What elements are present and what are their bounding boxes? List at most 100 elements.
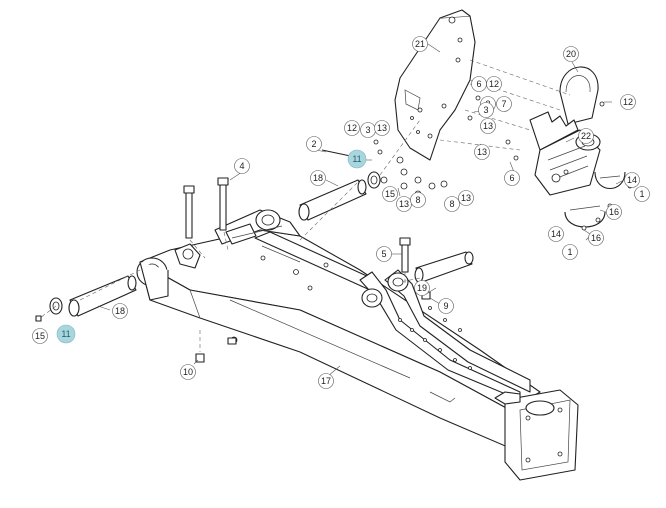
callout-6: 6 xyxy=(504,170,520,186)
callout-number: 19 xyxy=(417,283,427,293)
callout-bubble xyxy=(180,364,196,380)
callout-number: 8 xyxy=(415,195,420,205)
callout-number: 17 xyxy=(321,376,331,386)
callout-bubble xyxy=(504,170,520,186)
callout-number: 14 xyxy=(627,175,637,185)
callout-20: 20 xyxy=(563,46,579,62)
callout-17: 17 xyxy=(318,373,334,389)
hanger-clamp xyxy=(529,66,599,151)
pin-18-lower xyxy=(68,275,137,317)
callout-number: 22 xyxy=(581,131,591,141)
callout-number: 16 xyxy=(591,233,601,243)
callout-number: 1 xyxy=(567,247,572,257)
callout-number: 12 xyxy=(623,97,633,107)
callout-bubble xyxy=(56,324,76,344)
callout-bubble xyxy=(578,128,594,144)
callout-bubble xyxy=(234,158,250,174)
pin-18-upper xyxy=(298,179,367,221)
callout-number: 2 xyxy=(311,139,316,149)
callout-21: 21 xyxy=(412,36,428,52)
callout-bubble xyxy=(374,120,390,136)
callout-bubble xyxy=(548,226,564,242)
callout-12: 12 xyxy=(344,120,360,136)
boom-arm xyxy=(136,209,579,481)
callout-18: 18 xyxy=(310,170,326,186)
callout-19: 19 xyxy=(414,280,430,296)
callout-bubble xyxy=(458,190,474,206)
callout-number: 15 xyxy=(385,189,395,199)
callout-11: 11 xyxy=(56,324,76,344)
bolt-5 xyxy=(399,237,411,273)
callout-number: 12 xyxy=(489,79,499,89)
callout-bubble xyxy=(480,118,496,134)
callout-1: 1 xyxy=(562,244,578,260)
callout-1: 1 xyxy=(634,186,650,202)
callout-18: 18 xyxy=(112,303,128,319)
callout-2: 2 xyxy=(306,136,322,152)
callout-7: 7 xyxy=(496,96,512,112)
callout-bubble xyxy=(606,204,622,220)
callout-6: 6 xyxy=(471,76,487,92)
callout-5: 5 xyxy=(376,246,392,262)
callout-bubble xyxy=(310,170,326,186)
callout-bubble xyxy=(634,186,650,202)
callout-number: 6 xyxy=(509,173,514,183)
callout-number: 6 xyxy=(476,79,481,89)
callout-13: 13 xyxy=(374,120,390,136)
callout-8: 8 xyxy=(410,192,426,208)
callout-10: 10 xyxy=(180,364,196,380)
callout-bubble xyxy=(624,172,640,188)
callout-bubble xyxy=(32,328,48,344)
callout-3: 3 xyxy=(360,122,376,138)
callout-number: 13 xyxy=(477,147,487,157)
callout-number: 18 xyxy=(313,173,323,183)
callout-bubble xyxy=(414,280,430,296)
callout-number: 15 xyxy=(35,331,45,341)
callout-11: 11 xyxy=(347,149,367,169)
callout-13: 13 xyxy=(474,144,490,160)
callout-bubble xyxy=(112,303,128,319)
callout-3: 3 xyxy=(478,102,494,118)
bolts-4 xyxy=(183,177,229,239)
callout-12: 12 xyxy=(486,76,502,92)
callout-number: 12 xyxy=(347,123,357,133)
callout-number: 3 xyxy=(483,105,488,115)
callout-labels: 2120126371312313211221361815138813414161… xyxy=(32,36,650,389)
callout-bubble xyxy=(496,96,512,112)
callout-13: 13 xyxy=(458,190,474,206)
callout-number: 7 xyxy=(501,99,506,109)
callout-13: 13 xyxy=(480,118,496,134)
callout-number: 11 xyxy=(61,329,70,339)
callout-16: 16 xyxy=(606,204,622,220)
callout-14: 14 xyxy=(548,226,564,242)
callout-number: 13 xyxy=(483,121,493,131)
callout-number: 10 xyxy=(183,367,193,377)
callout-bubble xyxy=(588,230,604,246)
callout-9: 9 xyxy=(438,298,454,314)
callout-number: 11 xyxy=(352,154,361,164)
callout-number: 18 xyxy=(115,306,125,316)
callout-bubble xyxy=(478,102,494,118)
callout-bubble xyxy=(347,149,367,169)
callout-number: 13 xyxy=(377,123,387,133)
callout-15: 15 xyxy=(382,186,398,202)
callout-number: 16 xyxy=(609,207,619,217)
callout-16: 16 xyxy=(588,230,604,246)
callout-bubble xyxy=(486,76,502,92)
callout-bubble xyxy=(306,136,322,152)
callout-12: 12 xyxy=(620,94,636,110)
callout-15: 15 xyxy=(32,328,48,344)
callout-bubble xyxy=(474,144,490,160)
callout-14: 14 xyxy=(624,172,640,188)
callout-number: 3 xyxy=(365,125,370,135)
callout-bubble xyxy=(410,192,426,208)
pin-19 xyxy=(414,251,474,283)
callout-bubble xyxy=(438,298,454,314)
callout-number: 1 xyxy=(639,189,644,199)
callout-bubble xyxy=(344,120,360,136)
callout-bubble xyxy=(412,36,428,52)
mount-bracket-plate xyxy=(394,9,476,161)
callout-bubble xyxy=(444,196,460,212)
callout-number: 13 xyxy=(399,199,409,209)
